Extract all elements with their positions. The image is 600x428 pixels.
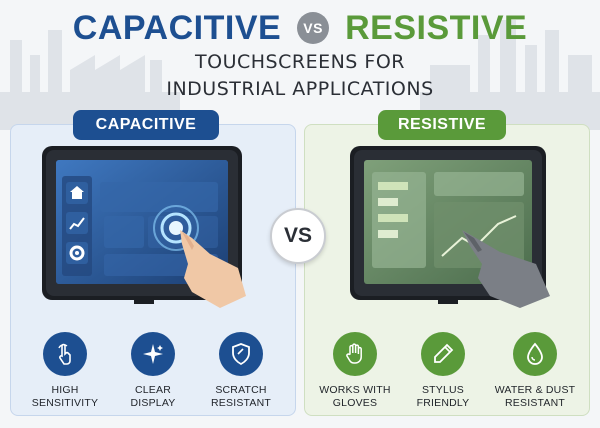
- glove-icon: [333, 332, 377, 376]
- subtitle-line-1: TOUCHSCREENS FOR: [195, 51, 405, 73]
- feature-label-line1: WORKS WITH: [319, 384, 391, 396]
- header: CAPACITIVE VS RESISTIVE TOUCHSCREENS FOR…: [0, 8, 600, 102]
- feature-stylus-friendly: STYLUS FRIENDLY: [398, 332, 488, 410]
- feature-label-line1: SCRATCH: [215, 384, 267, 396]
- feature-label-line2: SENSITIVITY: [31, 397, 99, 409]
- title-resistive: RESISTIVE: [345, 9, 528, 47]
- center-vs-badge: VS: [270, 208, 326, 264]
- feature-works-with-gloves: WORKS WITH GLOVES: [310, 332, 400, 410]
- main-title: CAPACITIVE VS RESISTIVE: [0, 8, 600, 48]
- water-drop-icon: [513, 332, 557, 376]
- feature-label-line1: STYLUS: [421, 384, 465, 396]
- stylus-icon: [421, 332, 465, 376]
- feature-label-line1: WATER & DUST: [494, 384, 576, 396]
- resistive-touchscreen-device: [350, 146, 550, 308]
- capacitive-touchscreen-device: [42, 146, 246, 308]
- feature-label-line1: CLEAR: [134, 384, 171, 396]
- resistive-label: RESISTIVE: [378, 110, 506, 140]
- feature-label-line2: FRIENDLY: [416, 397, 470, 409]
- title-capacitive: CAPACITIVE: [72, 9, 282, 47]
- title-vs-badge: VS: [297, 12, 330, 44]
- feature-label-line2: RESISTANT: [505, 397, 565, 409]
- feature-label-line2: DISPLAY: [130, 397, 176, 409]
- feature-clear-display: CLEAR DISPLAY: [108, 332, 198, 410]
- feature-high-sensitivity: HIGH SENSITIVITY: [20, 332, 110, 410]
- shield-icon: [219, 332, 263, 376]
- capacitive-label: CAPACITIVE: [73, 110, 219, 140]
- feature-water-dust-resistant: WATER & DUST RESISTANT: [490, 332, 580, 410]
- sparkle-icon: [131, 332, 175, 376]
- subtitle-line-2: INDUSTRIAL APPLICATIONS: [166, 78, 434, 100]
- feature-label-line1: HIGH: [51, 384, 79, 396]
- feature-scratch-resistant: SCRATCH RESISTANT: [196, 332, 286, 410]
- feature-label-line2: RESISTANT: [211, 397, 271, 409]
- touch-icon: [43, 332, 87, 376]
- feature-label-line2: GLOVES: [332, 397, 378, 409]
